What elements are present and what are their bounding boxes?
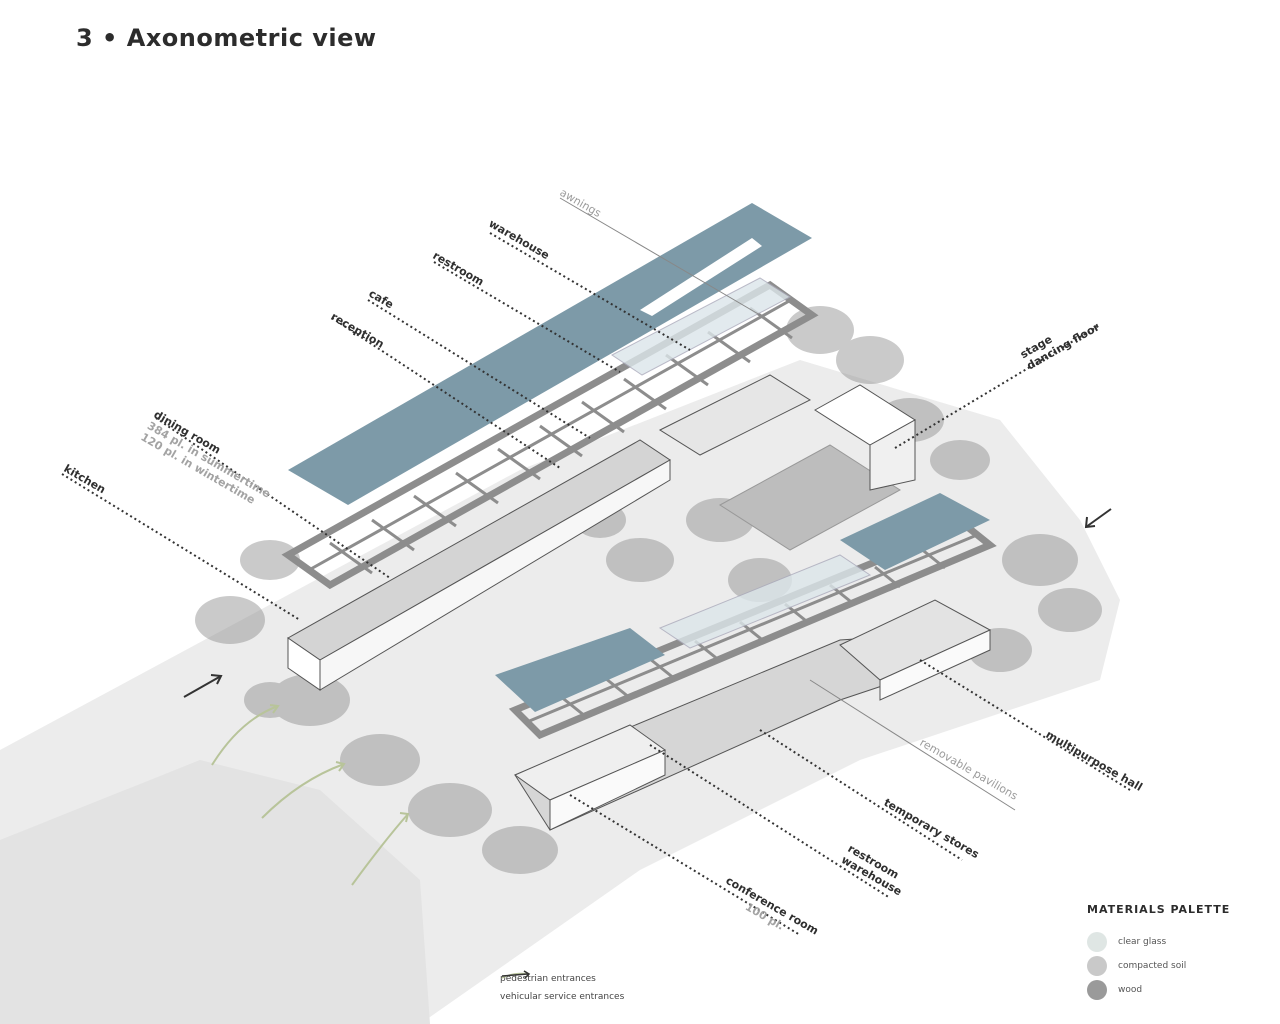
- legend-vehicular-label: vehicular service entrances: [500, 992, 625, 1002]
- swatch-wood: [1087, 980, 1107, 1000]
- palette-item-label: clear glass: [1118, 937, 1167, 947]
- palette-item-glass: clear glass: [1087, 930, 1230, 954]
- materials-palette: MATERIALS PALETTE clear glass compacted …: [1087, 903, 1230, 1002]
- dancing-floor: [719, 444, 901, 551]
- vehicular-arrow-icon: [501, 970, 531, 979]
- conference-room-front: [549, 749, 666, 831]
- palette-title: MATERIALS PALETTE: [1087, 903, 1231, 916]
- conference-awning: [495, 628, 665, 712]
- entrances-legend: pedestrian entrances vehicular service e…: [500, 970, 624, 1006]
- stage-box-front: [869, 419, 916, 491]
- pavilions-skylight-glass: [658, 554, 872, 649]
- dining-skylight-glass: [611, 277, 791, 376]
- restroom-block: [658, 374, 812, 456]
- dining-awning: [288, 203, 812, 505]
- legend-vehicular: vehicular service entrances: [500, 970, 625, 1006]
- pedestrian-arrows: [211, 704, 410, 886]
- palette-item-soil: compacted soil: [1087, 954, 1230, 978]
- hall-awning: [840, 493, 990, 570]
- palette-item-wood: wood: [1087, 978, 1230, 1002]
- swatch-soil: [1087, 956, 1107, 976]
- dining-roof-grid: [308, 298, 793, 575]
- swatch-glass: [1087, 932, 1107, 952]
- multipurpose-hall-front: [879, 629, 991, 701]
- legend-pedestrian-label: pedestrian entrances: [500, 974, 596, 984]
- leader-lines: [61, 232, 1131, 936]
- palette-item-label: compacted soil: [1118, 961, 1187, 971]
- dining-roof-frame: [281, 280, 819, 590]
- dining-building-left-wall: [287, 637, 321, 691]
- dining-awning-opening: [640, 238, 762, 316]
- leader-lines-thin: [559, 197, 1016, 811]
- page-title: 3 • Axonometric view: [76, 24, 377, 52]
- palette-item-label: wood: [1118, 985, 1143, 995]
- vehicular-arrows: [183, 508, 1112, 698]
- ground-plane-shade: [0, 760, 430, 1024]
